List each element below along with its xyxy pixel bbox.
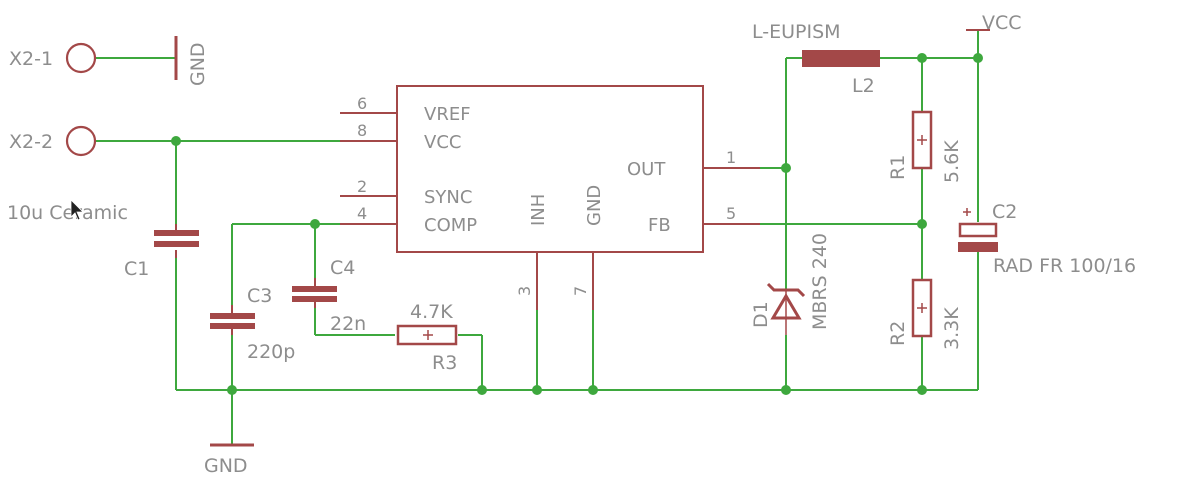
junction-dot [973,53,983,63]
d1-value-label: MBRS 240 [809,233,831,330]
connector-x2-1-label: X2-1 [9,48,53,70]
r3-name-label: R3 [432,352,457,374]
junctions [171,53,983,395]
resistor-r3[interactable]: 4.7K R3 [396,301,457,374]
pin-label-out: OUT [627,159,666,180]
inductor-l2[interactable]: L-EUPISM L2 [752,21,880,97]
connector-x2-1[interactable]: X2-1 [9,42,97,74]
r3-value-label: 4.7K [410,301,453,323]
junction-dot [917,385,927,395]
pin-number-comp: 4 [357,204,367,223]
r2-name-label: R2 [887,321,909,346]
l2-name-label: L2 [852,75,875,97]
r1-name-label: R1 [887,155,909,180]
capacitor-c4[interactable]: C4 22n [292,257,366,335]
c2-name-label: C2 [992,201,1017,223]
junction-dot [171,136,181,146]
d1-name-label: D1 [750,301,772,328]
pin-number-out: 1 [726,148,736,167]
capacitor-c1[interactable]: 10u Ceramic C1 [7,202,199,280]
gnd-label-top: GND [187,42,209,86]
junction-dot [781,385,791,395]
r2-value-label: 3.3K [941,307,963,350]
pin-number-vref: 6 [357,94,367,113]
pin-label-fb: FB [648,215,671,236]
pin-number-fb: 5 [726,204,736,223]
mouse-cursor-icon [70,199,84,221]
pin-label-vcc: VCC [424,132,461,153]
pin-label-comp: COMP [424,215,477,236]
pin-number-gnd: 7 [571,286,590,296]
diode-d1[interactable]: D1 MBRS 240 [750,233,831,335]
pin-label-inh: INH [528,194,549,226]
capacitor-c3[interactable]: C3 220p [210,285,295,363]
pin-label-vref: VREF [424,104,471,125]
regulator-ic[interactable]: 6 8 2 4 3 7 1 5 VREF VCC SYNC COMP INH G… [340,85,760,310]
gnd-symbol-bottom[interactable]: GND [204,443,254,477]
pin-number-sync: 2 [357,177,367,196]
vcc-label: VCC [982,12,1022,34]
c1-name-label: C1 [124,258,149,280]
r1-value-label: 5.6K [941,140,963,183]
c4-value-label: 22n [330,313,366,335]
vcc-supply-symbol[interactable]: VCC [966,12,1022,34]
junction-dot [917,219,927,229]
c2-value-label: RAD FR 100/16 [993,255,1136,277]
connector-x2-2-label: X2-2 [9,131,53,153]
junction-dot [477,385,487,395]
junction-dot [227,385,237,395]
resistor-r1[interactable]: R1 5.6K [887,110,963,183]
junction-dot [917,53,927,63]
l2-value-label: L-EUPISM [752,21,841,43]
pin-label-sync: SYNC [424,187,472,208]
capacitor-c2[interactable]: C2 RAD FR 100/16 [958,201,1136,277]
resistor-r2[interactable]: R2 3.3K [887,278,963,350]
junction-dot [310,219,320,229]
c1-value-label: 10u Ceramic [7,202,128,224]
c3-value-label: 220p [247,341,295,363]
pin-label-gnd: GND [584,185,605,226]
c3-name-label: C3 [247,285,272,307]
junction-dot [588,385,598,395]
junction-dot [532,385,542,395]
c4-name-label: C4 [330,257,355,279]
wires [96,30,979,444]
gnd-symbol-top[interactable]: GND [174,36,209,86]
pin-number-vcc: 8 [357,121,367,140]
gnd-label-bottom: GND [204,455,248,477]
junction-dot [781,163,791,173]
pin-number-inh: 3 [515,286,534,296]
connector-x2-2[interactable]: X2-2 [9,125,97,157]
